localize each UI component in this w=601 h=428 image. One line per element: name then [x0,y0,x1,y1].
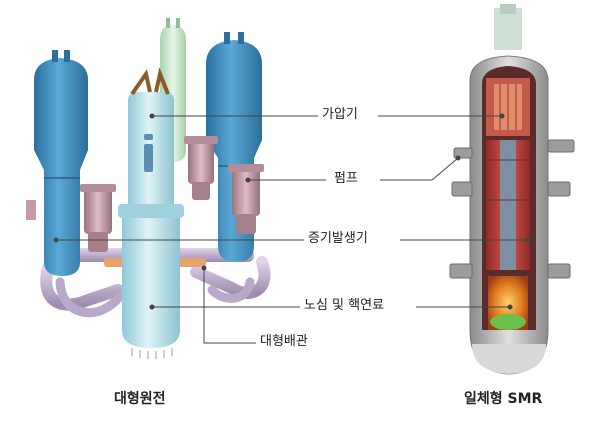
label-pressurizer: 가압기 [320,107,360,123]
label-pump: 펌프 [332,171,360,187]
coolant-pump-left [80,184,116,252]
reactor-vessel [118,67,184,359]
side-nozzle [26,200,36,220]
smr-top-stack [494,8,522,50]
hot-leg-pipe-right [176,258,206,267]
label-large-piping: 대형배관 [258,334,310,350]
coolant-pump-center [184,136,218,200]
smr-nozzles [449,139,575,279]
leader-lines [56,115,528,344]
steam-generator-left [34,50,88,276]
label-core-and-fuel: 노심 및 핵연료 [302,298,387,314]
smr-bottom-head [472,344,546,374]
caption-integral-smr: 일체형 SMR [464,391,543,407]
label-steam-generator: 증기발생기 [306,231,370,247]
integral-smr-illustration [449,4,575,375]
leader-dots [53,113,531,310]
large-plant-illustration [26,18,271,359]
caption-large-plant: 대형원전 [114,391,166,407]
vessel-marker [144,144,153,172]
